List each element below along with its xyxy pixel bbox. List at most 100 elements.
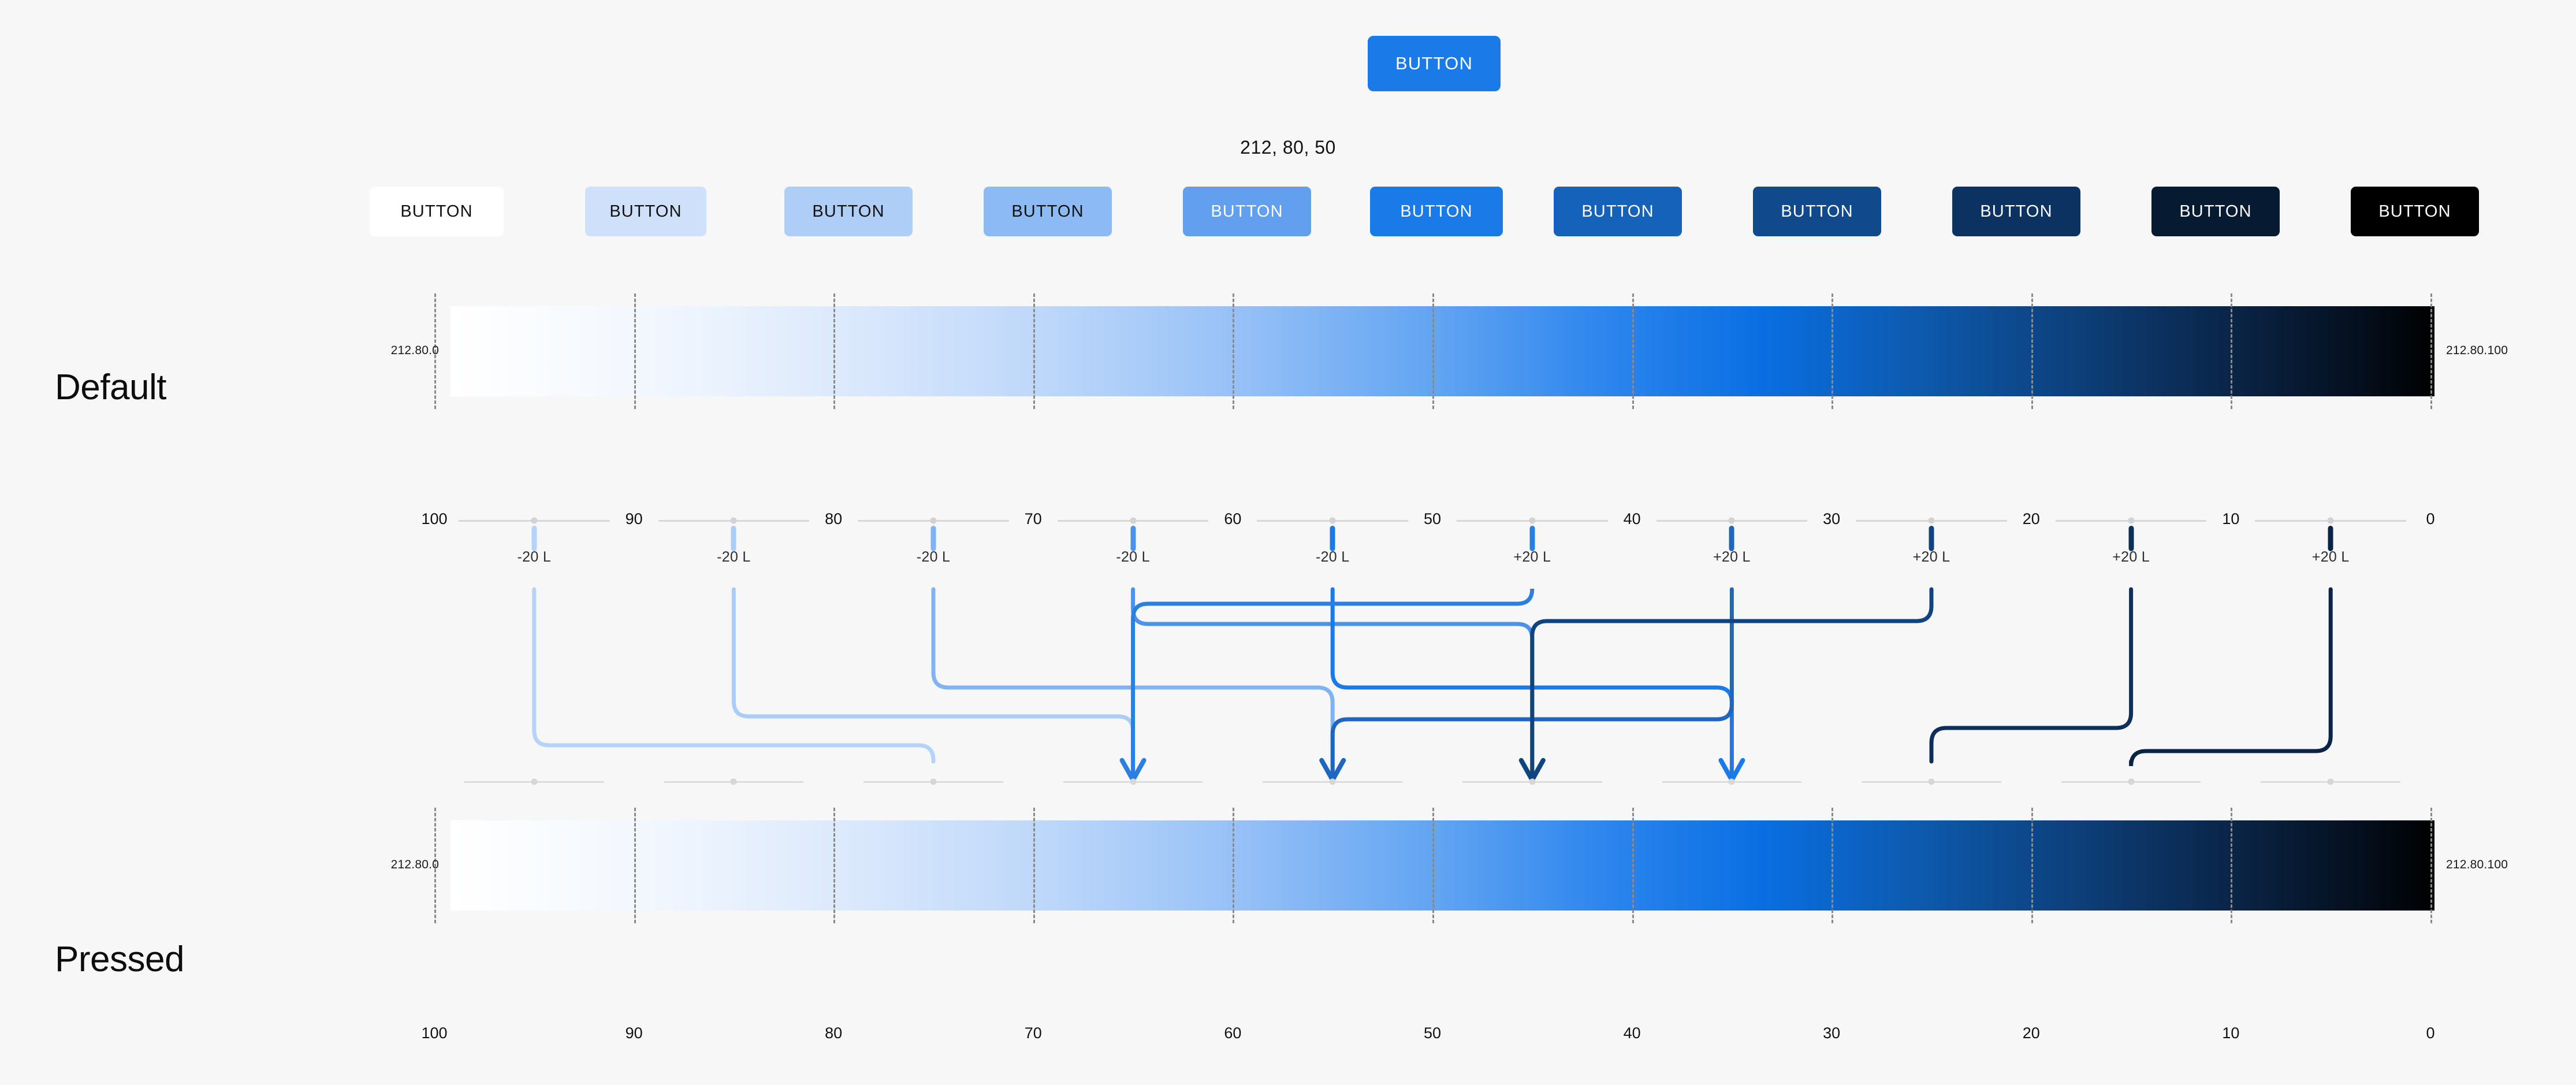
axis-midpoint-dot: [2327, 517, 2334, 524]
gradient-guide-line: [1632, 808, 1634, 923]
axis-tick-90-pressed: 90: [625, 1024, 643, 1042]
mapping-connector-65-to-45: [1131, 587, 1535, 780]
swatch-button-l50[interactable]: BUTTON: [1370, 187, 1503, 236]
axis-midpoint-dot: [1728, 517, 1735, 524]
gradient-guide-line: [1832, 808, 1834, 923]
gradient-guide-line: [2231, 808, 2233, 923]
stem-delta-label: -20 L: [1116, 549, 1150, 565]
target-axis-dot: [1529, 778, 1536, 785]
gradient-guide-line: [1432, 293, 1434, 409]
mapping-connector-95-to-75: [532, 587, 936, 764]
stem-delta-label: -20 L: [717, 549, 751, 565]
axis-tick-80-pressed: 80: [825, 1024, 843, 1042]
gradient-guide-line: [434, 293, 436, 409]
axis-tick-10-pressed: 10: [2222, 1024, 2240, 1042]
stem-delta-label: +20 L: [2311, 549, 2350, 565]
swatch-button-l20[interactable]: BUTTON: [1952, 187, 2080, 236]
lightness-stem-l35: [1729, 526, 1734, 551]
mapping-connector-25-to-45: [1530, 587, 1934, 780]
axis-tick-10-default: 10: [2222, 510, 2240, 527]
mapping-arrowhead: [1319, 758, 1346, 782]
lightness-stem-l75: [930, 526, 936, 551]
mapping-connector-35-to-55: [1330, 587, 1734, 780]
axis-tick-30-default: 30: [1823, 510, 1841, 527]
gradient-guide-line: [634, 293, 636, 409]
gradient-guide-line: [833, 808, 836, 923]
mapping-arrowhead: [1119, 758, 1146, 782]
target-axis-dot: [1130, 778, 1137, 785]
mapping-arrowhead: [1518, 758, 1546, 782]
hero-caption: 212, 80, 50: [1240, 137, 1336, 158]
mapping-connector-5-to-15: [2129, 587, 2333, 767]
swatch-button-l0[interactable]: BUTTON: [2351, 187, 2479, 236]
axis-tick-70-default: 70: [1024, 510, 1042, 527]
gradient-guide-line: [434, 808, 436, 923]
stem-delta-label: -20 L: [916, 549, 951, 565]
target-axis-dot: [1928, 778, 1935, 785]
mapping-connector-75-to-55: [931, 587, 1335, 780]
axis-tick-0-default: 0: [2426, 510, 2435, 527]
gradient-left-label-pressed: 212.80.0: [390, 858, 439, 871]
mapping-connector-55-to-35: [1330, 587, 1734, 780]
target-axis-dot: [531, 778, 538, 785]
mapping-connector-45-to-65: [1131, 587, 1535, 780]
axis-tick-50-default: 50: [1423, 510, 1442, 527]
axis-midpoint-dot: [930, 517, 937, 524]
swatch-button-l30[interactable]: BUTTON: [1753, 187, 1881, 236]
gradient-guide-line: [1233, 808, 1235, 923]
axis-midpoint-dot: [1928, 517, 1935, 524]
axis-tick-20-default: 20: [2022, 510, 2040, 527]
axis-tick-100-default: 100: [421, 510, 448, 527]
axis-tick-70-pressed: 70: [1024, 1024, 1042, 1042]
gradient-guide-line: [833, 293, 836, 409]
mapping-connector-15-to-25: [1929, 587, 2134, 764]
gradient-guide-line: [2031, 293, 2033, 409]
lightness-stem-l85: [731, 526, 736, 551]
axis-tick-30-pressed: 30: [1823, 1024, 1841, 1042]
lightness-stem-l15: [2128, 526, 2134, 551]
mapping-arrowhead: [1119, 758, 1146, 782]
axis-midpoint-dot: [1329, 517, 1336, 524]
gradient-guide-line: [2231, 293, 2233, 409]
swatch-button-l70[interactable]: BUTTON: [984, 187, 1112, 236]
swatch-button-l100[interactable]: BUTTON: [370, 187, 504, 236]
swatch-button-l60[interactable]: BUTTON: [1183, 187, 1311, 236]
stem-delta-label: +20 L: [1513, 549, 1551, 565]
axis-tick-80-default: 80: [825, 510, 843, 527]
stem-delta-label: +20 L: [1912, 549, 1950, 565]
lightness-stem-l5: [2328, 526, 2333, 551]
gradient-guide-line: [1832, 293, 1834, 409]
axis-tick-0-pressed: 0: [2426, 1024, 2435, 1042]
axis-tick-50-pressed: 50: [1423, 1024, 1442, 1042]
target-axis-dot: [1728, 778, 1735, 785]
lightness-stem-l25: [1929, 526, 1934, 551]
axis-midpoint-dot: [730, 517, 737, 524]
target-axis-dot: [2128, 778, 2135, 785]
gradient-guide-line: [1632, 293, 1634, 409]
axis-tick-100-pressed: 100: [421, 1024, 448, 1042]
swatch-button-l10[interactable]: BUTTON: [2151, 187, 2280, 236]
axis-tick-90-default: 90: [625, 510, 643, 527]
mapping-connector-85-to-65: [731, 587, 1136, 780]
gradient-right-label-pressed: 212.80.100: [2446, 858, 2508, 871]
stem-delta-label: -20 L: [517, 549, 552, 565]
target-axis-dot: [1329, 778, 1336, 785]
hero-button[interactable]: BUTTON: [1368, 36, 1501, 91]
axis-tick-60-default: 60: [1224, 510, 1242, 527]
axis-midpoint-dot: [1529, 517, 1536, 524]
swatch-button-l40[interactable]: BUTTON: [1554, 187, 1682, 236]
axis-tick-40-pressed: 40: [1623, 1024, 1641, 1042]
gradient-guide-line: [2031, 808, 2033, 923]
axis-midpoint-dot: [2128, 517, 2135, 524]
axis-midpoint-dot: [1130, 517, 1137, 524]
section-title-pressed: Pressed: [55, 939, 184, 979]
stem-delta-label: +20 L: [1713, 549, 1751, 565]
swatch-button-l90[interactable]: BUTTON: [585, 187, 706, 236]
swatch-button-l80[interactable]: BUTTON: [784, 187, 913, 236]
gradient-left-label-default: 212.80.0: [390, 344, 439, 357]
gradient-right-label-default: 212.80.100: [2446, 344, 2508, 357]
gradient-bar-default: [451, 306, 2434, 396]
gradient-guide-line: [2430, 293, 2432, 409]
lightness-stem-l45: [1529, 526, 1535, 551]
